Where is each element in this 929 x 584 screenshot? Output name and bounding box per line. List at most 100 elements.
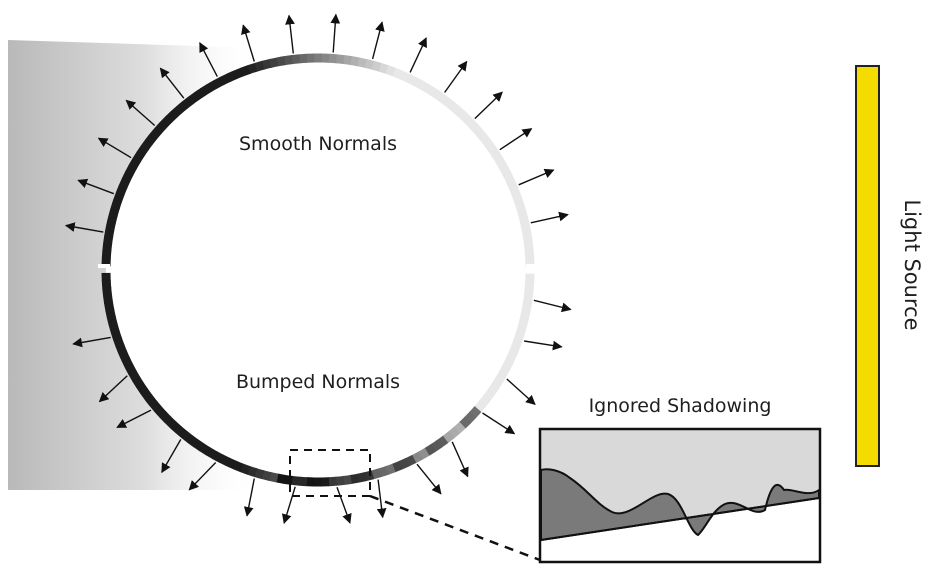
rim-segment-bumped [442, 431, 455, 444]
rim-segment-bumped [417, 447, 430, 460]
rim-segment-smooth [102, 242, 113, 252]
inset-title: Ignored Shadowing [589, 395, 772, 417]
rim-segment-bumped [518, 316, 529, 327]
rim-segment-bumped [328, 476, 337, 487]
rim-segment-bumped [225, 457, 237, 470]
rim-segment-bumped [436, 435, 449, 448]
rim-segment-bumped [121, 357, 134, 369]
rim-segment-smooth [506, 178, 518, 190]
rim-segment-smooth [118, 177, 131, 189]
rim-segment-smooth [448, 101, 461, 114]
rim-segment-bumped [398, 458, 410, 470]
rim-segment-bumped [144, 394, 157, 407]
rim-segment-smooth [343, 55, 353, 66]
rim-segment-bumped [502, 357, 515, 369]
normal-arrow-icon [530, 211, 569, 224]
normal-arrow-icon [451, 441, 469, 478]
normal-arrow-icon [506, 378, 536, 406]
smooth-normals-label: Smooth Normals [239, 133, 397, 155]
rim-segment-smooth [418, 80, 431, 93]
rim-segment-smooth [284, 55, 294, 66]
normal-arrow-icon [116, 409, 152, 429]
rim-segment-smooth [521, 228, 532, 239]
rim-segment-smooth [193, 88, 206, 101]
rim-segment-bumped [384, 463, 396, 475]
rim-segment-bumped [124, 363, 137, 375]
rim-segment-smooth [104, 227, 115, 238]
rim-segment-smooth [149, 127, 162, 140]
rim-segment-bumped [523, 288, 534, 298]
rim-segment-smooth [145, 133, 158, 146]
rim-segment-bumped [140, 388, 153, 401]
rim-segment-smooth [405, 73, 417, 86]
normal-arrow-icon [409, 37, 427, 73]
rim-segment-smooth [371, 60, 383, 72]
rim-segment-bumped [187, 435, 199, 448]
rim-segment-bumped [115, 343, 128, 355]
rim-segment-smooth [459, 111, 472, 124]
rim-segment-smooth [520, 221, 531, 232]
rim-segment-smooth [105, 220, 116, 231]
rim-segment-bumped [108, 322, 120, 334]
rim-segment-bumped [377, 466, 389, 478]
rim-segment-smooth [159, 116, 172, 129]
rim-segment-bumped [193, 439, 205, 452]
rim-segment-bumped [370, 468, 382, 480]
light-source-label: Light Source [900, 199, 924, 330]
normal-arrow-icon [241, 24, 255, 62]
rim-segment-smooth [269, 57, 280, 68]
rim-segment-smooth [437, 92, 449, 105]
normal-arrow-icon [159, 67, 185, 99]
rim-segment-smooth [103, 235, 114, 245]
rim-segment-smooth [101, 250, 112, 260]
rim-segment-smooth [469, 122, 482, 135]
rim-segment-smooth [492, 152, 504, 164]
rim-segment-smooth [502, 171, 515, 183]
rim-segment-smooth [132, 151, 145, 164]
normal-arrow-icon [474, 91, 503, 120]
normal-arrow-icon [523, 340, 563, 351]
rim-segment-smooth [392, 67, 404, 80]
rim-segment-smooth [364, 59, 375, 70]
normal-arrow-icon [72, 336, 111, 348]
rim-segment-bumped [505, 351, 518, 363]
rim-segment-smooth [424, 84, 437, 97]
rim-segment-smooth [399, 70, 411, 83]
rim-segment-smooth [170, 106, 183, 119]
rim-segment-bumped [516, 323, 528, 335]
normal-arrow-icon [376, 479, 387, 519]
rim-segment-smooth [181, 96, 194, 109]
rim-segment-bumped [430, 439, 443, 452]
rim-segment-smooth [108, 205, 120, 217]
rim-segment-bumped [102, 287, 113, 297]
rim-segment-smooth [479, 133, 492, 146]
rim-segment-smooth [206, 80, 219, 93]
rim-segment-bumped [118, 350, 130, 362]
normal-arrow-icon [97, 137, 132, 159]
bumped-normals-label: Bumped Normals [236, 371, 400, 393]
rim-segment-bumped [478, 394, 491, 407]
normal-arrow-icon [281, 486, 296, 525]
rim-segment-bumped [290, 475, 300, 486]
rim-segment-smooth [499, 165, 512, 177]
rim-segment-smooth [378, 62, 390, 75]
normal-arrow-icon [125, 99, 156, 127]
rim-segment-smooth [113, 191, 125, 203]
rim-segment-bumped [511, 337, 523, 349]
rim-segment-bumped [513, 330, 526, 342]
rim-segment-bumped [391, 460, 403, 473]
rim-segment-bumped [499, 364, 511, 376]
normal-arrow-icon [188, 462, 217, 491]
rim-segment-smooth [516, 206, 528, 218]
rim-segment-bumped [136, 382, 149, 395]
rim-segment-bumped [521, 302, 532, 313]
rim-segment-bumped [483, 389, 496, 401]
sphere-body [106, 58, 530, 482]
rim-segment-smooth [385, 65, 397, 77]
normal-arrow-icon [444, 60, 468, 93]
rim-segment-smooth [187, 92, 200, 105]
rim-segment-smooth [110, 198, 123, 210]
rim-gap [98, 264, 110, 268]
normal-arrows [64, 13, 572, 525]
rim-segment-smooth [483, 139, 496, 152]
